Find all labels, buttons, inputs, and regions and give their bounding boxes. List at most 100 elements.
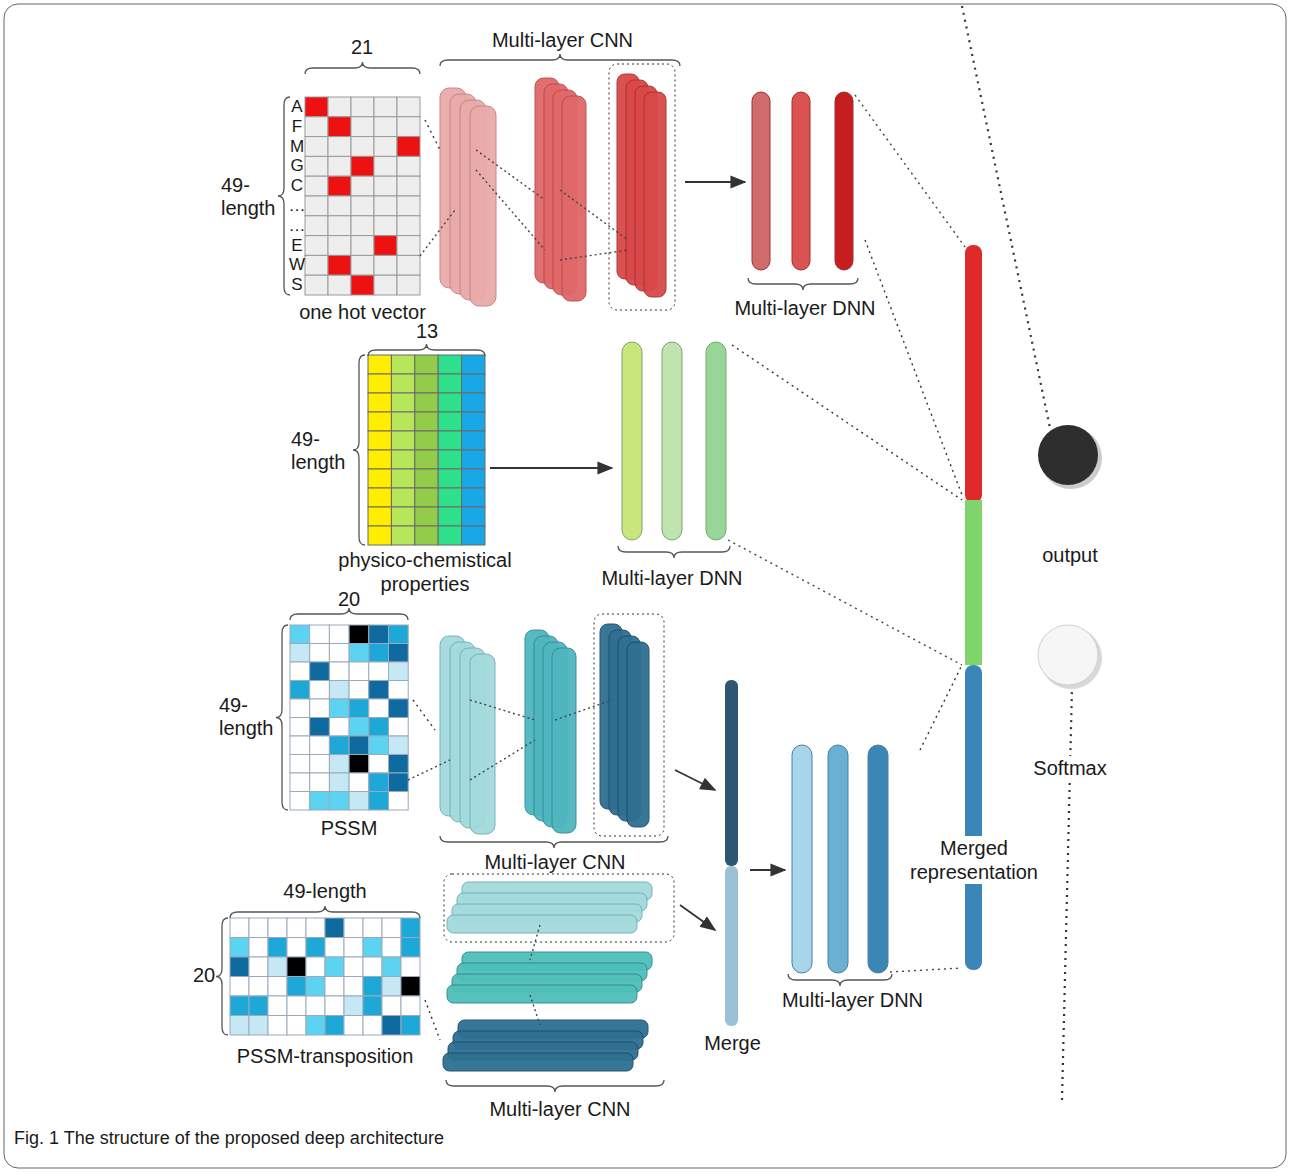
pssm-cell — [249, 977, 268, 997]
property-cell — [415, 469, 438, 488]
dimension-label: 49-length — [283, 880, 366, 903]
layer-label: Multi-layer CNN — [489, 1097, 630, 1121]
onehot-cell — [328, 176, 351, 196]
pssm-cell — [329, 792, 349, 811]
dnn-layer — [792, 745, 812, 973]
receptive-line — [470, 700, 535, 720]
figure-caption: Fig. 1 The structure of the proposed dee… — [14, 1128, 444, 1149]
bracket — [446, 1080, 664, 1092]
onehot-cell — [305, 196, 328, 216]
onehot-cell — [328, 275, 351, 295]
pssm-cell — [310, 736, 330, 755]
property-cell — [462, 488, 485, 507]
feature-map — [644, 92, 666, 297]
layer-group: Merged representation — [962, 240, 986, 975]
pssm-cell — [249, 1016, 268, 1036]
bracket — [230, 906, 420, 918]
pssm-cell — [268, 938, 287, 958]
merge-line — [890, 968, 962, 972]
pssm-cell — [349, 773, 369, 792]
figure-frame — [4, 4, 1286, 1168]
pssm-cell — [363, 996, 382, 1016]
pssm-cell — [349, 718, 369, 737]
onehot-cell — [351, 97, 374, 117]
layer-group: PSSM-transposition — [225, 912, 425, 1072]
property-cell — [438, 431, 461, 450]
pssm-cell — [382, 957, 401, 977]
property-cell — [462, 431, 485, 450]
pssm-cell — [369, 718, 389, 737]
property-cell — [462, 355, 485, 374]
onehot-cell — [397, 117, 420, 137]
pssm-cell — [268, 918, 287, 938]
pssm-cell — [310, 662, 330, 681]
property-cell — [391, 431, 414, 450]
merge-line — [855, 95, 965, 247]
pssm-cell — [325, 957, 344, 977]
dimension-label: 49- length — [219, 694, 277, 740]
pssm-cell — [369, 736, 389, 755]
pssm-cell — [369, 773, 389, 792]
feature-map — [470, 106, 496, 306]
property-cell — [438, 526, 461, 545]
pssm-cell — [349, 792, 369, 811]
dimension-label: 20 — [193, 964, 215, 987]
onehot-cell — [374, 137, 397, 157]
pssm-cell — [230, 918, 249, 938]
pssm-cell — [344, 957, 363, 977]
property-cell — [438, 374, 461, 393]
pssm-cell — [310, 644, 330, 663]
property-cell — [438, 393, 461, 412]
onehot-cell — [351, 216, 374, 236]
layer-label: one hot vector — [299, 300, 426, 324]
pssm-cell — [389, 681, 409, 700]
dimension-label: 20 — [338, 588, 360, 611]
pssm-cell — [369, 662, 389, 681]
pssm-cell — [344, 977, 363, 997]
onehot-cell — [305, 275, 328, 295]
pssm-cell — [344, 996, 363, 1016]
onehot-cell — [397, 275, 420, 295]
property-cell — [415, 374, 438, 393]
onehot-cell — [351, 137, 374, 157]
residue-letter: F — [292, 117, 302, 137]
onehot-cell — [374, 216, 397, 236]
onehot-cell — [328, 255, 351, 275]
bracket — [368, 344, 485, 356]
bracket — [216, 918, 228, 1035]
property-cell — [368, 469, 391, 488]
pssm-cell — [287, 977, 306, 997]
bracket — [278, 97, 290, 295]
dnn-layer — [622, 342, 642, 540]
property-cell — [415, 507, 438, 526]
property-cell — [438, 469, 461, 488]
pssm-cell — [306, 1016, 325, 1036]
merged-segment — [965, 665, 982, 970]
bracket — [305, 62, 420, 74]
property-cell — [368, 355, 391, 374]
receptive-line — [555, 700, 612, 720]
property-cell — [438, 488, 461, 507]
pssm-cell — [349, 755, 369, 774]
receptive-line — [560, 250, 628, 260]
property-cell — [462, 412, 485, 431]
property-cell — [368, 393, 391, 412]
pssm-cell — [268, 996, 287, 1016]
onehot-cell — [397, 216, 420, 236]
pssm-cell — [363, 977, 382, 997]
pssm-cell — [310, 773, 330, 792]
layer-label: Merge — [704, 1031, 761, 1055]
property-cell — [415, 526, 438, 545]
pssm-cell — [389, 662, 409, 681]
pssm-cell — [230, 977, 249, 997]
pssm-cell — [382, 1016, 401, 1036]
pssm-cell — [349, 662, 369, 681]
layer-group: PSSM — [285, 620, 413, 842]
property-cell — [415, 450, 438, 469]
layer-group: Multi-layer CNN — [440, 28, 685, 310]
onehot-cell — [305, 255, 328, 275]
onehot-cell — [305, 216, 328, 236]
layer-group: physico-chemistical properties — [360, 350, 490, 600]
